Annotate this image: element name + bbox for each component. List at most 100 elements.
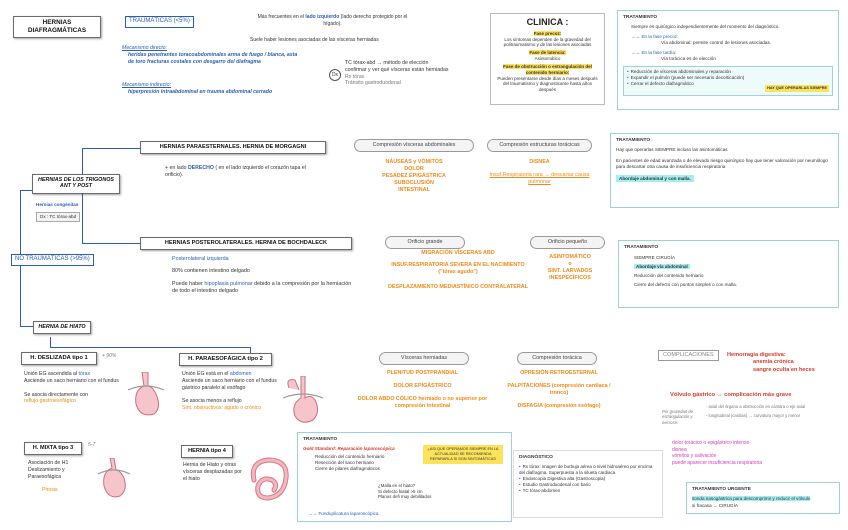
morgagni-pill1: Compresión vísceras abdominales xyxy=(354,139,474,152)
trat-trauma-early-text: Vía abdominal: permite control de lesion… xyxy=(623,40,833,46)
intestine-illustration-icon xyxy=(248,456,292,504)
trigonos-congenital: Hernias congénitas xyxy=(36,202,78,208)
diag-hiato-title: DIAGNÓSTICO xyxy=(519,455,657,461)
phase2-text: Asintomático xyxy=(494,56,601,62)
comp-item1c: sangre oculta en heces xyxy=(727,367,842,374)
trat-morgagni-panel: TRATAMIENTO Hay que operarlas SIEMPRE in… xyxy=(610,133,839,208)
mixed-hernia-illustration-icon xyxy=(98,458,130,502)
diag-bullet: TC tórax-abdomen xyxy=(519,488,657,494)
symptom: OPRESIÓN RETROESTERNAL xyxy=(500,370,618,377)
traumatic-label: TRAUMÁTICAS (<5%) xyxy=(125,16,194,28)
title-line2: DIAFRAGMÁTICAS xyxy=(14,27,100,35)
comp-note-c: - longitudinal (cardias) → curvatura may… xyxy=(706,413,841,418)
direct-title: Mecanismo directo: xyxy=(122,45,302,52)
symptom: DESPLAZAMIENTO MEDIASTÍNICO CONTRALATERA… xyxy=(383,284,533,291)
trat-bochdalek-line2: Abordaje vía abdominal xyxy=(634,264,690,269)
trat-urgente-panel: TRATAMIENTO URGENTE sonda nasogástrica p… xyxy=(686,482,840,514)
tipo1-title: H. DESLIZADA tipo 1 xyxy=(21,352,97,365)
trat-hiato-sub: Cierre de pilares diafragmáticos xyxy=(315,466,506,472)
symptom: INESPECÍFICOS xyxy=(530,275,610,282)
indirect-title: Mecanismo indirecto: xyxy=(122,82,322,89)
trat-hiato-q3: Planos defi muy debilitados xyxy=(378,494,468,500)
trat-morgagni-line1: Hay que operarlas SIEMPRE incluso las as… xyxy=(616,147,833,153)
tipo4-title: HERNIA tipo 4 xyxy=(181,445,233,458)
connector xyxy=(82,148,83,243)
symptom: INSUF.RESPIRATORIA SEVERA EN EL NACIMIEN… xyxy=(383,262,533,276)
symptom: o xyxy=(530,261,610,268)
paraesof-pill2: Compresión torácica xyxy=(517,352,597,365)
connector xyxy=(50,347,250,348)
dx-block: TC tórax-abd → método de elección confir… xyxy=(345,60,485,87)
tipo1-line2: Asciende un saco herniario con el fundus xyxy=(24,378,124,385)
symptom: PALPITACIONES (compresión cardiaca / tro… xyxy=(500,383,618,397)
symptom: DOLOR xyxy=(354,166,474,173)
symptom: MIGRACIÓN VÍSCERAS ABD xyxy=(383,250,533,257)
symptom: DISNEA xyxy=(487,159,592,166)
trat-morgagni-hl: Abordaje abdominal y con malla. xyxy=(616,175,694,182)
symptom-extra: Insuf.Respiratoria rara → descartar caus… xyxy=(487,172,592,186)
symptom: ASINTOMÁTICO xyxy=(530,254,610,261)
complicaciones-label: COMPLICACIONES xyxy=(658,350,719,361)
traumatic-associated: Suele haber lesiones asociadas de las ví… xyxy=(250,37,420,44)
traumatic-frequency: Más frecuentes en el lado izquierdo (lad… xyxy=(255,14,410,27)
indirect-text: hiperpresión intraabdominal en trauma ab… xyxy=(122,89,322,96)
complicaciones-item1: Hemorragia digestiva: anemia crónica san… xyxy=(727,352,842,374)
phase1: Fase precoz: xyxy=(534,31,562,36)
symptom: SUBOCLUSIÓN xyxy=(354,180,474,187)
tipo2-line4: Sint. obstructivos: agudo o crónico xyxy=(182,405,280,412)
diag-bullet: Rx tórax: imagen de burbuja aérea o nive… xyxy=(519,464,657,476)
comp-note-b: - axial del órgano a obstrucción en cáma… xyxy=(706,404,841,409)
bochdalek-item2: 80% contienen intestino delgado xyxy=(172,268,352,275)
trat-bochdalek-line1: SIEMPRE CIRUGÍA xyxy=(624,255,833,261)
comp-note-a: Por gravedad de estrangulación y necrosi… xyxy=(662,409,704,425)
trigonos-box: HERNIAS DE LOS TRIGONOS ANT Y POST xyxy=(32,174,120,194)
symptom: NÁUSEAS y VÓMITOS xyxy=(354,159,474,166)
comp-bullet: puede aparecer insuficiencia respiratori… xyxy=(672,460,842,467)
connector xyxy=(20,190,32,191)
trat-urgente-line1: sonda nasogástrica para descomprimir y r… xyxy=(692,496,810,501)
tipo1-line3: Se asocia directamente con xyxy=(24,392,124,399)
tipo2-line3: Se asocia menos a reflujo xyxy=(182,398,280,405)
bochdalek-item1: Posterolateral izquierda xyxy=(172,256,352,263)
mechanism-direct: Mecanismo directo: heridas penetrantes t… xyxy=(122,45,302,65)
paraesophageal-illustration-icon xyxy=(283,376,323,426)
trat-bochdalek-line4: Cierre del defecto con puntos simples o … xyxy=(624,282,833,288)
dx-line4: Tránsito gastroduodenal xyxy=(345,80,485,87)
connector xyxy=(82,148,140,149)
bochdalek-pill1-items: MIGRACIÓN VÍSCERAS ABD INSUF.RESPIRATORI… xyxy=(383,250,533,291)
bochdalek-pill2-items: ASINTOMÁTICO o SINT. LARVADOS INESPECÍFI… xyxy=(530,254,610,282)
dx-line1: TC tórax-abd → método de elección xyxy=(345,60,485,67)
bochdalek-title: HERNIAS POSTEROLATERALES. HERNIA DE BOCH… xyxy=(140,237,352,250)
comp-item1: Hemorragia digestiva: xyxy=(727,352,842,359)
trat-bochdalek-line3: Reducción del contenido herniario xyxy=(624,273,833,279)
phase1-text: Los síntomas dependen de la gravedad del… xyxy=(494,37,601,49)
symptom: INTESTINAL xyxy=(354,187,474,194)
morgagni-pill2-items: DISNEA Insuf.Respiratoria rara → descart… xyxy=(487,159,592,186)
trat-hiato-title: TRATAMIENTO xyxy=(303,437,506,443)
phase3: Fase de obstrucción o estrangulación del… xyxy=(503,64,592,75)
trat-urgente-title: TRATAMIENTO URGENTE xyxy=(692,487,834,493)
paraesof-pill1-items: PLENITUD POSTPRANDIAL DOLOR EPIGÁSTRICO … xyxy=(350,370,495,410)
symptom: SINT. LARVADOS xyxy=(530,268,610,275)
tipo3-pct: 5-7 xyxy=(88,442,95,449)
symptom: DOLOR ABDO CÓLICO herniado o no superior… xyxy=(350,396,495,410)
morgagni-title: HERNIAS PARAESTERNALES. HERNIA DE MORGAG… xyxy=(140,141,326,154)
tipo1-pct: + 90% xyxy=(102,353,116,360)
bochdalek-items: Posterolateral izquierda 80% contienen i… xyxy=(172,256,352,295)
trigonos-dx: Dx : TC tórax-abd xyxy=(36,212,80,222)
tipo2-title: H. PARAESOFÁGICA tipo 2 xyxy=(179,353,272,366)
diag-hiato-panel: DIAGNÓSTICO Rx tórax: imagen de burbuja … xyxy=(513,450,663,518)
symptom: PESADEZ EPIGÁSTRICA xyxy=(354,173,474,180)
trat-bochdalek-panel: TRATAMIENTO SIEMPRE CIRUGÍA Abordaje vía… xyxy=(618,240,839,308)
trat-trauma-panel: TRATAMIENTO Siempre es quirúrgico indepe… xyxy=(617,10,839,110)
symptom: DOLOR EPIGÁSTRICO xyxy=(350,383,495,390)
tipo3-title: H. MIXTA tipo 3 xyxy=(24,442,82,455)
morgagni-text: + en lado DERECHO ( en el lado izquierdo… xyxy=(165,165,320,179)
comp-notes: - axial del órgano a obstrucción en cáma… xyxy=(706,404,841,419)
trat-morgagni-title: TRATAMIENTO xyxy=(616,138,833,144)
trat-trauma-line1: Siempre es quirúrgico independientemente… xyxy=(623,24,833,30)
comp-item1b: anemia crónica xyxy=(727,359,842,366)
title-line1: HERNIAS xyxy=(14,19,100,27)
tipo1-reflux: reflujo gastroesofágico xyxy=(24,398,124,405)
no-trauma-label: NO TRAUMÁTICAS (>95%) xyxy=(11,254,94,266)
